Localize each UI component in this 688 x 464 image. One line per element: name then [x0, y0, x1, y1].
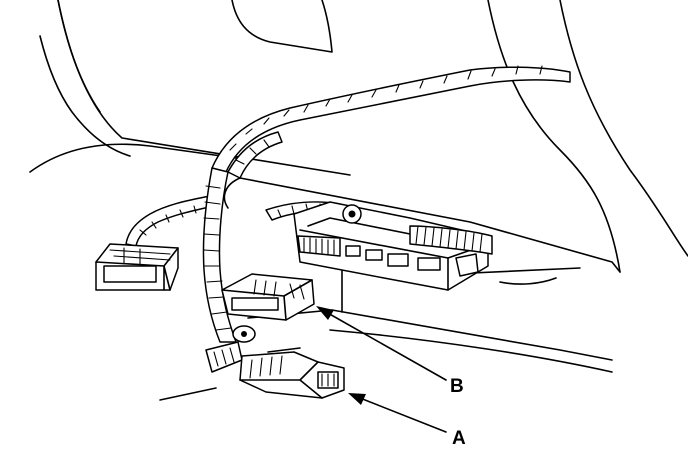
- callout-leaders: [316, 306, 447, 433]
- control-unit: [293, 201, 493, 291]
- main-wire-harness: [211, 65, 571, 173]
- connector-a-plug: [239, 351, 345, 399]
- left-connector: [95, 243, 179, 291]
- callout-b-leader: [325, 311, 447, 381]
- vertical-harness-bundle: [202, 131, 283, 343]
- callout-a-arrowhead: [348, 393, 366, 405]
- callout-b-label: B: [450, 376, 464, 397]
- body-panel-lines: [29, 0, 688, 401]
- callout-b-arrowhead: [316, 306, 334, 320]
- connector-b-plug: [221, 273, 315, 321]
- left-branch-harness: [125, 195, 215, 247]
- callout-a-label: A: [452, 428, 466, 449]
- callout-a-leader: [359, 397, 447, 433]
- harness-clip: [205, 325, 256, 373]
